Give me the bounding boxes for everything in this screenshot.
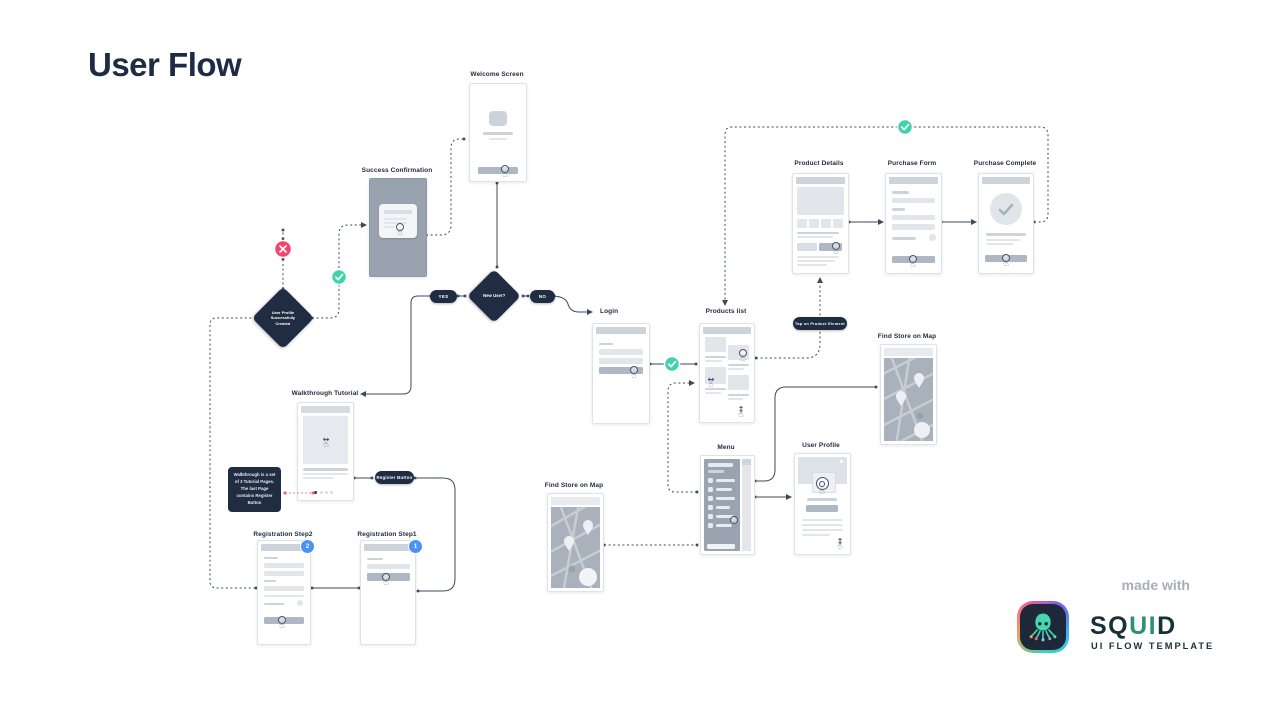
screen-login-label: Login <box>600 308 619 315</box>
screen-purchase-complete[interactable]: ☝ <box>978 173 1034 274</box>
scroll-vertical-icon: ↕☝ <box>835 537 845 553</box>
wireframe-button <box>797 243 817 251</box>
wireframe-button <box>478 167 518 174</box>
toggle-control <box>929 234 936 241</box>
map-pin-icon <box>914 373 924 388</box>
success-check-icon <box>663 355 681 373</box>
brand-subtitle: UI FLOW TEMPLATE <box>1091 641 1215 651</box>
tap-gesture-icon: ☝ <box>727 516 741 532</box>
squid-mascot-icon <box>1029 613 1057 642</box>
wireframe-button <box>819 243 842 251</box>
input-field <box>599 358 643 364</box>
locate-me-button <box>914 422 930 438</box>
complete-check-icon <box>998 203 1014 216</box>
tap-gesture-icon: ☝ <box>379 573 393 589</box>
screen-welcome-label: Welcome Screen <box>470 71 524 78</box>
input-field <box>367 564 410 569</box>
tap-gesture-icon: ☝ <box>829 242 843 258</box>
pagination-dot-active <box>314 491 317 494</box>
screen-menu[interactable]: ☝ <box>700 455 755 555</box>
screen-user-profile-label: User Profile <box>802 442 840 449</box>
no-pill[interactable]: NO <box>530 290 555 303</box>
swipe-horizontal-icon: ↔☝ <box>706 375 716 391</box>
screen-find-store-right[interactable] <box>880 344 937 445</box>
tap-gesture-icon: ☝ <box>999 254 1013 270</box>
screen-menu-label: Menu <box>717 444 735 451</box>
screen-success-label: Success Confirmation <box>361 167 433 174</box>
wireframe-button <box>599 367 643 374</box>
register-button-pill[interactable]: Register Button <box>375 471 414 484</box>
step-badge: 1 <box>408 539 423 554</box>
swipe-horizontal-icon: ↔☝ <box>321 435 331 451</box>
input-field <box>892 224 935 230</box>
wireframe-button <box>806 505 838 512</box>
tap-gesture-icon: ☝ <box>498 165 512 181</box>
toggle-control <box>297 600 303 606</box>
tap-target-icon: ☝ <box>815 477 829 498</box>
screen-user-profile[interactable]: ☝ ↕☝ <box>794 453 851 555</box>
tap-on-product-pill[interactable]: Tap on Product Element <box>793 317 847 330</box>
screen-product-details-label: Product Details <box>794 160 844 167</box>
input-field <box>264 563 304 568</box>
input-field <box>599 349 643 355</box>
screen-products-label: Products list <box>705 308 747 315</box>
pagination-dot <box>320 491 323 494</box>
screen-success-confirmation[interactable]: ☝ <box>369 178 427 277</box>
tap-gesture-icon: ☝ <box>275 616 289 632</box>
tap-gesture-icon: ☝ <box>627 366 641 382</box>
screen-products-list[interactable]: ☝ ↔☝ ↕☝ <box>699 323 755 423</box>
made-with-text: made with <box>1121 577 1190 593</box>
tap-gesture-icon: ☝ <box>393 223 407 239</box>
screen-registration-step1[interactable]: 1 ☝ <box>360 539 423 645</box>
tap-gesture-icon: ☝ <box>906 255 920 271</box>
locate-me-button <box>579 568 597 586</box>
screen-purchase-form[interactable]: ☝ <box>885 173 942 274</box>
screen-walkthrough[interactable]: ↔☝ <box>297 402 354 501</box>
screen-purchase-form-label: Purchase Form <box>887 160 937 167</box>
annotation-note: Walkthrough is a set of 3 Tutorial Pages… <box>228 467 281 512</box>
fail-cross-icon <box>273 239 293 259</box>
menu-drawer-panel <box>704 459 740 551</box>
screen-welcome[interactable]: ☝ <box>469 83 527 182</box>
screen-walkthrough-label: Walkthrough Tutorial <box>291 390 359 397</box>
screen-registration-step2-label: Registration Step2 <box>253 531 313 538</box>
map-view <box>551 507 600 588</box>
tap-gesture-icon: ☝ <box>736 349 750 365</box>
input-field <box>892 215 935 220</box>
pagination-dot <box>330 491 333 494</box>
map-pin-icon <box>583 520 593 535</box>
input-field <box>892 198 935 203</box>
content-behind-drawer <box>742 459 751 551</box>
squid-logo-tile <box>1020 604 1066 650</box>
map-view <box>884 358 933 441</box>
squid-logo[interactable] <box>1017 601 1069 653</box>
input-field <box>264 586 304 591</box>
success-check-icon <box>330 268 348 286</box>
connector-arrowheads <box>360 219 977 500</box>
screen-product-details[interactable]: ☝ <box>792 173 849 274</box>
yes-pill[interactable]: YES <box>430 290 457 303</box>
page-title: User Flow <box>88 46 242 83</box>
modal-dialog <box>379 204 417 238</box>
scroll-vertical-icon: ↕☝ <box>736 405 746 421</box>
map-pin-icon <box>896 391 906 406</box>
screen-find-store-left-label: Find Store on Map <box>544 482 604 489</box>
input-field <box>264 571 304 576</box>
screen-find-store-right-label: Find Store on Map <box>877 333 937 340</box>
pagination-dot <box>325 491 328 494</box>
brand-name: SQUID <box>1090 612 1177 640</box>
screen-login[interactable]: ☝ <box>592 323 650 424</box>
map-pin-icon <box>564 535 574 551</box>
success-check-icon <box>896 118 914 136</box>
screen-registration-step2[interactable]: 2 ☝ <box>257 539 315 645</box>
step-badge: 2 <box>300 539 315 554</box>
screen-registration-step1-label: Registration Step1 <box>357 531 417 538</box>
screen-find-store-left[interactable] <box>547 493 604 592</box>
screen-purchase-complete-label: Purchase Complete <box>973 160 1037 167</box>
